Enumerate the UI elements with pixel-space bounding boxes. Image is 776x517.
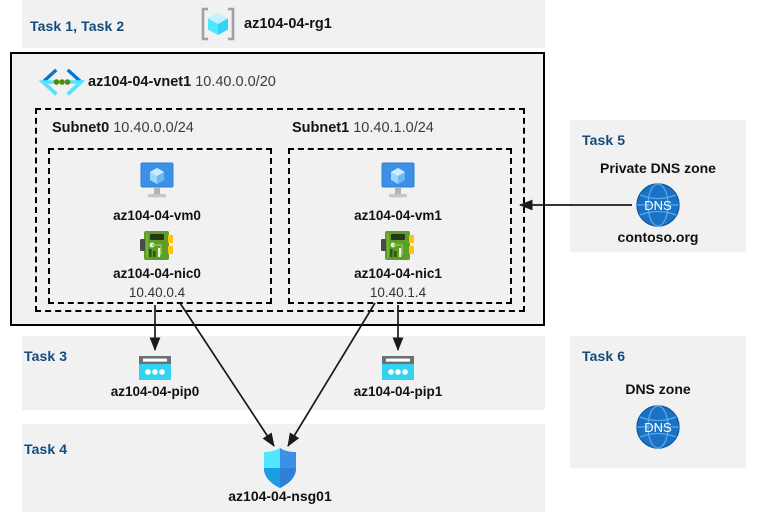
virtual-machine-icon xyxy=(134,160,180,204)
virtual-network-icon xyxy=(39,68,85,96)
network-interface-icon xyxy=(378,228,418,264)
public-ip-icon xyxy=(135,354,175,386)
resource-group-panel xyxy=(22,0,545,48)
task-label-rg: Task 1, Task 2 xyxy=(30,18,125,34)
subnet1-title: Subnet1 10.40.1.0/24 xyxy=(292,120,434,136)
subnet0-resource-box xyxy=(48,148,272,304)
dns-zone-icon: DNS xyxy=(635,404,681,450)
public-dns-heading: DNS zone xyxy=(625,381,691,397)
subnet1-name-text: Subnet1 xyxy=(292,120,350,136)
resource-group-name-text: az104-04-rg1 xyxy=(244,16,332,32)
nsg-label: az104-04-nsg01 xyxy=(228,488,332,504)
network-security-group-icon xyxy=(260,446,300,490)
resource-group-name: az104-04-rg1 xyxy=(244,16,332,32)
task-label-public-ip: Task 3 xyxy=(24,348,68,364)
private-dns-heading: Private DNS zone xyxy=(600,160,716,176)
vnet-name: az104-04-vnet1 10.40.0.0/20 xyxy=(88,74,276,90)
vnet-cidr-text: 10.40.0.0/20 xyxy=(195,74,276,90)
private-dns-name: contoso.org xyxy=(617,229,699,245)
resource-group-icon xyxy=(200,7,236,41)
nic1-label: az104-04-nic1 xyxy=(354,266,442,281)
network-interface-icon xyxy=(137,228,177,264)
pip0-label: az104-04-pip0 xyxy=(110,384,200,399)
virtual-machine-icon xyxy=(375,160,421,204)
subnet1-cidr-text: 10.40.1.0/24 xyxy=(353,120,434,136)
dns-icon-text: DNS xyxy=(644,420,672,435)
subnet0-title: Subnet0 10.40.0.0/24 xyxy=(52,120,194,136)
task-label-private-dns: Task 5 xyxy=(582,132,626,148)
vm0-label: az104-04-vm0 xyxy=(113,208,201,223)
public-ip-icon xyxy=(378,354,418,386)
vnet-container xyxy=(10,52,545,326)
subnet0-cidr-text: 10.40.0.0/24 xyxy=(113,120,194,136)
nic0-label: az104-04-nic0 xyxy=(113,266,201,281)
nic0-ip: 10.40.0.4 xyxy=(128,285,186,300)
pip1-label: az104-04-pip1 xyxy=(353,384,443,399)
task-label-public-dns: Task 6 xyxy=(582,348,626,364)
subnet0-name-text: Subnet0 xyxy=(52,120,110,136)
public-ip-panel xyxy=(22,336,545,410)
vnet-name-text: az104-04-vnet1 xyxy=(88,74,192,90)
subnet1-resource-box xyxy=(288,148,512,304)
nic1-ip: 10.40.1.4 xyxy=(369,285,427,300)
dns-zone-icon: DNS xyxy=(635,182,681,228)
dns-icon-text: DNS xyxy=(644,198,672,213)
task-label-nsg: Task 4 xyxy=(24,441,68,457)
vm1-label: az104-04-vm1 xyxy=(354,208,442,223)
